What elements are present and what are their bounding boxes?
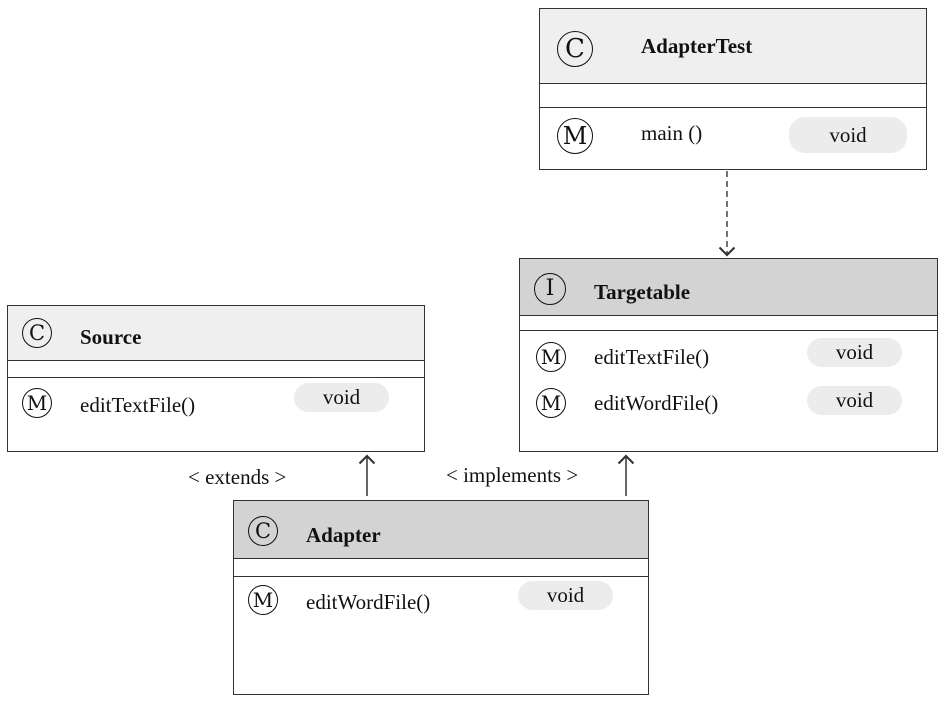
attributes-divider	[8, 377, 424, 378]
class-adaptertest: C AdapterTest M main () void	[539, 8, 927, 170]
method-name: editWordFile()	[594, 391, 719, 415]
method-name: editWordFile()	[306, 590, 431, 614]
class-badge-icon: C	[248, 516, 278, 546]
method-badge-icon: M	[536, 388, 566, 418]
method-badge-icon: M	[248, 585, 278, 615]
attributes-divider	[540, 107, 926, 108]
return-type-badge: void	[294, 383, 389, 412]
class-name: Adapter	[306, 523, 381, 547]
method-badge-icon: M	[536, 342, 566, 372]
method-name: editTextFile()	[80, 393, 196, 417]
method-badge-icon: M	[22, 388, 52, 418]
class-badge-icon: C	[22, 318, 52, 348]
method-badge-icon: M	[557, 118, 593, 154]
interface-targetable: I Targetable M editTextFile() void M edi…	[519, 258, 938, 452]
method-name: main ()	[641, 121, 703, 145]
return-type-badge: void	[807, 386, 902, 415]
attributes-divider	[234, 576, 648, 577]
extends-label: < extends >	[188, 465, 287, 489]
class-header: C Source	[8, 306, 424, 361]
return-type-badge: void	[789, 117, 907, 153]
class-source: C Source M editTextFile() void	[7, 305, 425, 452]
class-badge-icon: C	[557, 31, 593, 67]
class-name: Source	[80, 325, 142, 349]
interface-badge-icon: I	[534, 273, 566, 305]
attributes-divider	[520, 330, 937, 331]
interface-header: I Targetable	[520, 259, 937, 316]
return-type-badge: void	[518, 581, 613, 610]
implements-label: < implements >	[446, 463, 579, 487]
class-name: AdapterTest	[641, 34, 753, 58]
class-header: C AdapterTest	[540, 9, 926, 84]
class-header: C Adapter	[234, 501, 648, 559]
return-type-badge: void	[807, 338, 902, 367]
method-name: editTextFile()	[594, 345, 710, 369]
interface-name: Targetable	[594, 280, 691, 304]
class-adapter: C Adapter M editWordFile() void	[233, 500, 649, 695]
